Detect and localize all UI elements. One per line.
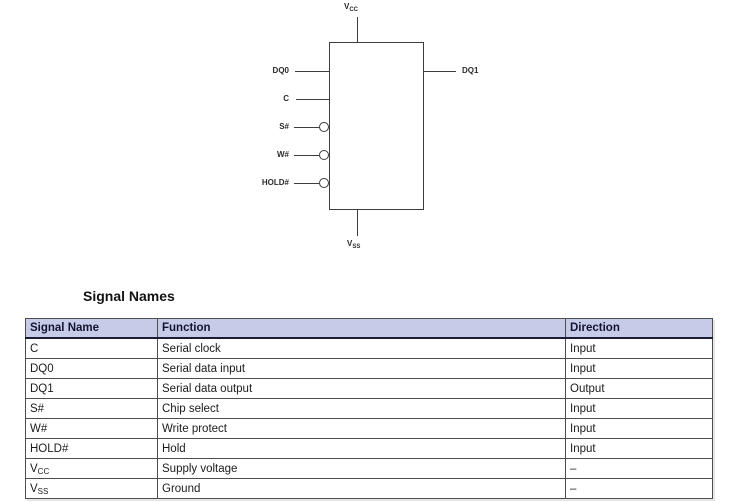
cell-function: Serial data input — [157, 358, 566, 379]
s-active-low-bubble-icon — [318, 121, 329, 132]
s-pin-line — [294, 126, 319, 128]
cell-signal: DQ1 — [25, 378, 158, 399]
vcc-label-sub: CC — [349, 6, 359, 13]
cell-direction: Output — [565, 378, 713, 399]
section-title: Signal Names — [83, 288, 175, 304]
hold-pin-line — [294, 182, 319, 184]
table-header-row: Signal Name Function Direction — [25, 318, 713, 339]
vss-label-sub: SS — [352, 243, 361, 250]
cell-function: Serial data output — [157, 378, 566, 399]
table-row: VCC Supply voltage – — [25, 458, 713, 479]
vss-label-main: V — [347, 239, 353, 248]
w-active-low-bubble-icon — [318, 149, 329, 160]
signal-text: DQ0 — [30, 362, 54, 375]
signal-text: HOLD# — [30, 442, 69, 455]
chip-body — [329, 42, 424, 210]
vss-pin-line — [356, 209, 358, 236]
hold-active-low-bubble-icon — [318, 177, 329, 188]
table-row: DQ0 Serial data input Input — [25, 358, 713, 379]
cell-direction: Input — [565, 418, 713, 439]
table-row: DQ1 Serial data output Output — [25, 378, 713, 399]
cell-function: Chip select — [157, 398, 566, 419]
c-pin-line — [296, 98, 329, 100]
pin-label-dq1: DQ1 — [462, 66, 479, 75]
w-pin-line — [294, 154, 319, 156]
cell-signal: HOLD# — [25, 438, 158, 459]
col-header-direction: Direction — [565, 318, 713, 339]
cell-function: Write protect — [157, 418, 566, 439]
signal-sub: SS — [37, 487, 49, 496]
signal-text: W# — [30, 422, 48, 435]
vss-pin-label: VSS — [347, 239, 360, 250]
chip-logic-diagram: VCC VSS DQ0 C S# W# HOLD# DQ1 — [261, 2, 479, 250]
table-row: C Serial clock Input — [25, 337, 713, 359]
cell-signal: S# — [25, 398, 158, 419]
dq0-pin-line — [295, 70, 329, 72]
pin-label-s: S# — [279, 122, 289, 131]
cell-direction: – — [565, 478, 713, 499]
signal-sub: CC — [37, 467, 50, 476]
cell-direction: Input — [565, 337, 713, 359]
col-header-function: Function — [157, 318, 566, 339]
cell-signal: DQ0 — [25, 358, 158, 379]
signal-text: S# — [30, 402, 45, 415]
pin-label-dq0: DQ0 — [272, 66, 289, 75]
signal-text: V — [30, 482, 38, 495]
dq1-pin-line — [423, 70, 456, 72]
table-row: VSS Ground – — [25, 478, 713, 499]
vcc-pin-label: VCC — [344, 2, 358, 13]
vcc-label-main: V — [344, 2, 350, 11]
cell-signal: VSS — [25, 478, 158, 499]
vcc-pin-line — [356, 17, 358, 42]
col-header-signal-name: Signal Name — [25, 318, 158, 339]
signal-text: DQ1 — [30, 382, 54, 395]
cell-function: Supply voltage — [157, 458, 566, 479]
signal-text: V — [30, 462, 38, 475]
cell-signal: VCC — [25, 458, 158, 479]
cell-function: Ground — [157, 478, 566, 499]
cell-function: Hold — [157, 438, 566, 459]
cell-direction: – — [565, 458, 713, 479]
signal-text: C — [30, 342, 39, 355]
table-row: W# Write protect Input — [25, 418, 713, 439]
pin-label-hold: HOLD# — [261, 178, 289, 187]
table-row: HOLD# Hold Input — [25, 438, 713, 459]
cell-direction: Input — [565, 398, 713, 419]
cell-signal: W# — [25, 418, 158, 439]
cell-direction: Input — [565, 438, 713, 459]
cell-signal: C — [25, 337, 158, 359]
cell-function: Serial clock — [157, 337, 566, 359]
cell-direction: Input — [565, 358, 713, 379]
pin-label-c: C — [283, 94, 289, 103]
table-row: S# Chip select Input — [25, 398, 713, 419]
signal-names-table: Signal Name Function Direction C Serial … — [25, 318, 713, 499]
pin-label-w: W# — [277, 150, 289, 159]
